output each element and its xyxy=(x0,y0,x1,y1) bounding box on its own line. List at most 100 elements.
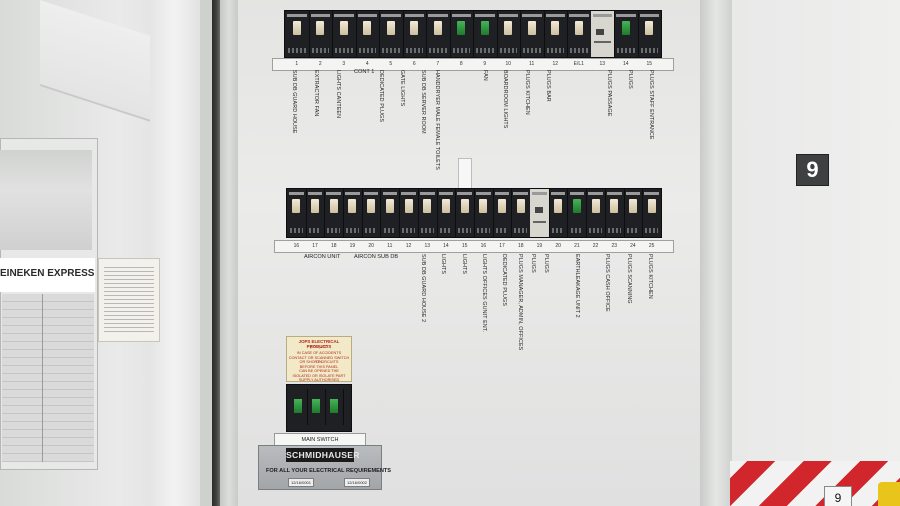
circuit-number: 20 xyxy=(555,243,561,249)
warning-line: ISOLATED OR ISOLATE PART xyxy=(292,373,346,378)
yellow-clip xyxy=(878,482,900,506)
breaker-toggle xyxy=(404,199,413,213)
circuit-number: 19 xyxy=(349,243,356,249)
circuit-number: 13 xyxy=(599,61,606,67)
circuit-number: 10 xyxy=(505,61,512,67)
panel-right-edge xyxy=(700,0,732,506)
circuit-number: 3 xyxy=(342,61,346,67)
breaker-toggle xyxy=(479,199,488,213)
warning-line: OR SHORT CIRCUITS xyxy=(299,360,339,364)
circuit-number: 5 xyxy=(389,61,393,67)
breaker-toggle xyxy=(410,21,419,35)
circuit-number: 16 xyxy=(293,243,300,249)
circuit-label: HANDDRYER MALE FEMALE TOILETS xyxy=(434,70,440,170)
bottom-breaker-row xyxy=(286,188,662,238)
circuit-label: BOARDROOM LIGHTS xyxy=(502,70,508,129)
small-notice-card xyxy=(98,258,160,342)
circuit-breaker xyxy=(614,11,639,57)
breaker-toggle xyxy=(316,21,325,35)
circuit-number: 13 xyxy=(424,243,431,249)
circuit-number: 25 xyxy=(648,243,655,249)
circuit-number: 12 xyxy=(405,243,412,249)
circuit-breaker xyxy=(474,189,494,237)
circuit-breaker xyxy=(455,189,475,237)
circuit-label: SUB DB GUARD HOUSE xyxy=(291,70,297,134)
circuit-breaker xyxy=(309,11,333,57)
circuit-label: DEDICATED PLUGS xyxy=(378,70,384,123)
circuit-label: LIGHTS CANTEEN xyxy=(335,70,341,119)
circuit-label: LIGHTS xyxy=(461,254,467,275)
circuit-number: 20 xyxy=(368,243,374,249)
top-breaker-row xyxy=(284,10,662,58)
breaker-toggle xyxy=(311,199,320,213)
breaker-toggle xyxy=(385,199,394,213)
circuit-number: 22 xyxy=(592,243,599,249)
circuit-breaker xyxy=(624,189,644,237)
circuit-number: 15 xyxy=(646,61,653,67)
segment-label-cont1: CONT 1 xyxy=(354,69,375,75)
circuit-breaker xyxy=(418,189,438,237)
aircon-unit-label: AIRCON UNIT xyxy=(304,254,341,260)
circuit-breaker xyxy=(437,189,457,237)
circuit-breaker xyxy=(605,189,625,237)
circuit-number: 6 xyxy=(412,61,416,67)
circuit-number: 17 xyxy=(312,243,318,249)
circuit-number: 23 xyxy=(611,243,618,249)
circuit-number: 18 xyxy=(517,243,524,249)
warning-subtitle: (PTY) LTD xyxy=(310,345,328,349)
notice-title: EINEKEN EXPRESS SUB DB 1 xyxy=(0,258,95,292)
breaker-toggle xyxy=(480,21,489,35)
breaker-toggle xyxy=(460,199,469,213)
breaker-toggle xyxy=(433,21,442,35)
breaker-toggle xyxy=(348,199,357,213)
breaker-toggle xyxy=(527,21,536,35)
notice-table xyxy=(2,294,94,462)
breaker-toggle xyxy=(457,21,466,35)
main-switch-pole xyxy=(330,399,338,413)
circuit-breaker xyxy=(285,11,310,57)
circuit-label: PLUGS STAFF ENTRANCE xyxy=(648,70,654,140)
main-switch-pole xyxy=(312,399,320,413)
circuit-breaker xyxy=(473,11,498,57)
warning-label: JOPS ELECTRICAL PRODUCTS (PTY) LTD IN CA… xyxy=(286,336,352,382)
circuit-breaker xyxy=(399,189,419,237)
warning-line: CAN BE OPENED THE xyxy=(299,369,339,373)
circuit-breaker xyxy=(511,189,532,237)
circuit-label: SUB DB SERVER ROOM xyxy=(420,70,426,134)
manufacturer-tagline: FOR ALL YOUR ELECTRICAL REQUIREMENTS xyxy=(266,468,392,474)
circuit-number: 21 xyxy=(574,243,580,249)
circuit-label: PLUGS BAR xyxy=(545,70,551,102)
circuit-breaker xyxy=(356,11,380,57)
earth-leakage-unit xyxy=(530,189,550,237)
circuit-number: 4 xyxy=(365,61,369,67)
circuit-breaker xyxy=(638,11,662,57)
circuit-label: EARTHLEAKAGE UNIT 2 xyxy=(574,254,580,318)
circuit-breaker xyxy=(324,189,345,237)
circuit-number: E/L1 xyxy=(573,61,584,67)
circuit-label: PLUGS xyxy=(627,70,633,89)
circuit-breaker xyxy=(544,11,568,57)
breaker-toggle xyxy=(551,21,560,35)
panel-left-frame xyxy=(220,0,238,506)
circuit-breaker xyxy=(497,11,521,57)
circuit-number: 1 xyxy=(295,61,299,67)
breaker-toggle xyxy=(329,199,338,213)
breaker-toggle xyxy=(504,21,513,35)
number-tag: 9 xyxy=(824,486,852,506)
main-switch-pole xyxy=(294,399,302,413)
circuit-number: 15 xyxy=(461,243,468,249)
circuit-label: PLUGS xyxy=(543,254,549,273)
manufacturer-name: SCHMIDHAUSER xyxy=(286,448,360,462)
warning-line: IN CASE OF ACCIDENTS xyxy=(296,351,342,355)
circuit-number: 16 xyxy=(480,243,487,249)
circuit-label: FAN xyxy=(482,70,488,81)
circuit-label: PLUGS KITCHEN xyxy=(524,70,530,115)
circuit-label: LIGHTS xyxy=(440,254,446,275)
breaker-toggle xyxy=(610,199,619,213)
warning-line: CONTACT OR SCANNED SWITCH ON xyxy=(288,355,350,365)
circuit-number: 9 xyxy=(483,61,487,67)
circuit-label: PLUGS KITCHEN xyxy=(647,254,653,299)
circuit-breaker xyxy=(568,189,588,237)
notice-photo xyxy=(0,150,92,250)
